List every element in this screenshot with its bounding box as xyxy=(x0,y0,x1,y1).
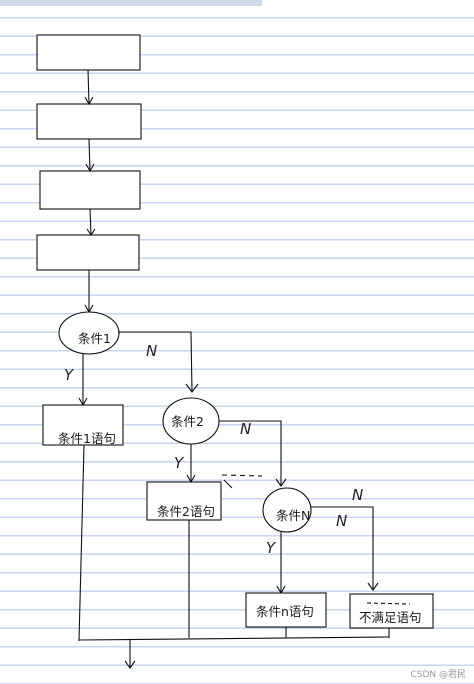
arrowhead-3-4 xyxy=(86,228,96,236)
else-statement-label: 不满足语句 xyxy=(359,610,422,625)
cropped-top-text-strip xyxy=(0,0,262,6)
process-box-4 xyxy=(36,234,140,271)
cond1-no-line xyxy=(118,331,193,393)
condition-n-label: 条件N xyxy=(276,508,310,523)
condn-no-arrowhead xyxy=(367,582,379,591)
statement-2-box xyxy=(146,481,222,521)
condition-2-label: 条件2 xyxy=(171,414,204,429)
cond1-no-mark: N xyxy=(146,342,157,360)
statement-1-label: 条件1语句 xyxy=(58,431,116,446)
exit-arrowhead xyxy=(124,660,136,669)
arrow-2-3 xyxy=(88,138,91,172)
watermark: CSDN @君民 xyxy=(410,670,466,680)
arrow-1-2 xyxy=(87,69,90,105)
statement-2-label: 条件2语句 xyxy=(157,504,215,519)
cond2-no-mark: N xyxy=(240,420,251,438)
condition-1-label: 条件1 xyxy=(78,331,111,346)
else-statement-box xyxy=(349,593,434,629)
ellipsis-stroke xyxy=(223,479,233,489)
arrowhead-1-2 xyxy=(84,96,94,106)
condition-1-ellipse xyxy=(58,311,120,355)
process-box-3 xyxy=(39,170,141,210)
arrowhead-2-3 xyxy=(85,163,95,173)
statement-1-box xyxy=(42,404,124,446)
statement-n-box xyxy=(245,592,327,628)
statement-n-label: 条件n语句 xyxy=(256,604,314,619)
condn-yes-mark: Y xyxy=(266,539,277,557)
merge-line-1 xyxy=(78,444,85,642)
condn-no-mark: N xyxy=(336,512,347,530)
cond1-yes-mark: Y xyxy=(64,366,75,384)
condn-no-mark-2: N xyxy=(352,486,363,504)
merge-bottom-line xyxy=(78,636,390,641)
ellipsis-dash xyxy=(221,474,263,477)
cond2-no-line xyxy=(219,420,282,486)
process-box-1 xyxy=(36,34,141,71)
process-box-2 xyxy=(36,103,142,140)
else-box-scribble xyxy=(366,602,411,605)
condn-no-line xyxy=(311,506,374,590)
condition-n-ellipse xyxy=(262,487,312,533)
cond2-yes-mark: Y xyxy=(174,454,185,472)
arrow-3-4 xyxy=(89,208,92,236)
cond2-no-arrowhead xyxy=(275,478,287,487)
cond1-no-arrowhead xyxy=(185,383,199,393)
